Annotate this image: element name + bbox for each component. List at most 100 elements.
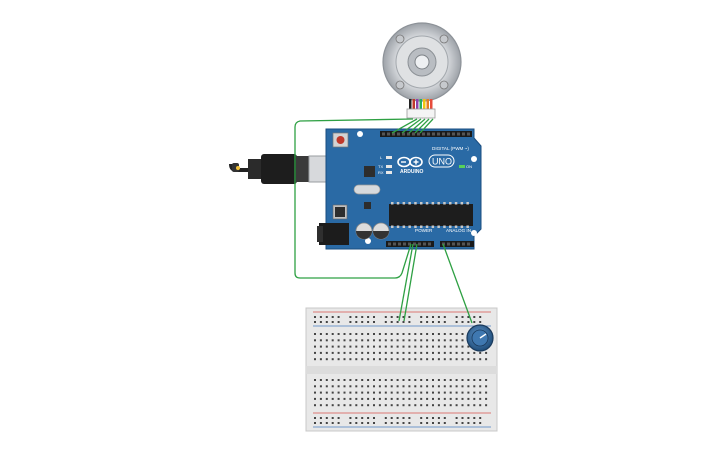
hole xyxy=(397,132,400,136)
hole xyxy=(402,379,405,381)
hole xyxy=(420,339,423,342)
hole xyxy=(343,345,346,348)
hole xyxy=(390,351,393,354)
hole xyxy=(355,339,358,342)
hole xyxy=(426,358,429,361)
hole xyxy=(454,202,458,205)
hole xyxy=(337,345,340,348)
hole xyxy=(402,385,405,388)
hole xyxy=(437,333,440,335)
hole xyxy=(432,316,434,318)
hole xyxy=(373,397,375,400)
hole xyxy=(355,397,358,400)
hole xyxy=(455,404,458,407)
hole xyxy=(432,417,434,419)
hole xyxy=(331,316,334,318)
hole xyxy=(331,385,334,388)
hole xyxy=(314,417,316,419)
hole xyxy=(426,422,429,424)
arduino-uno-board[interactable]: DIGITAL (PWM ~) L TX RX ARDUINO UNO ON xyxy=(317,128,482,250)
hole xyxy=(314,422,316,424)
hole xyxy=(485,397,488,400)
hole xyxy=(355,391,358,394)
hole xyxy=(331,333,334,335)
hole xyxy=(373,333,375,335)
hole xyxy=(402,345,405,348)
hole xyxy=(408,351,411,354)
hole xyxy=(361,351,364,354)
hole xyxy=(319,316,322,318)
hole xyxy=(396,422,399,424)
hole xyxy=(473,321,476,323)
hole xyxy=(432,379,434,381)
hole xyxy=(355,379,358,381)
power-jack[interactable] xyxy=(319,223,349,245)
hole xyxy=(361,345,364,348)
hole xyxy=(414,339,417,342)
hole xyxy=(408,358,411,361)
hole xyxy=(449,379,452,381)
hole xyxy=(432,132,435,136)
hole xyxy=(449,225,452,228)
hole xyxy=(390,333,393,335)
hole xyxy=(378,379,381,381)
hole xyxy=(426,385,429,388)
hole xyxy=(349,351,352,354)
hole xyxy=(355,417,358,419)
hole xyxy=(420,397,423,400)
analog-label: ANALOG IN xyxy=(446,228,471,233)
hole xyxy=(384,379,387,381)
hole xyxy=(432,339,434,342)
hole xyxy=(378,404,381,407)
hole xyxy=(467,358,470,361)
hole xyxy=(461,339,464,342)
hole xyxy=(361,358,364,361)
hole xyxy=(432,333,434,335)
hole xyxy=(384,316,387,318)
hole xyxy=(432,404,434,407)
hole xyxy=(396,321,399,323)
hole xyxy=(319,345,322,348)
hole xyxy=(325,345,328,348)
hole xyxy=(428,242,431,246)
hole xyxy=(455,321,458,323)
hole xyxy=(408,321,411,323)
breadboard[interactable] xyxy=(305,307,498,432)
hole xyxy=(343,391,346,394)
hole xyxy=(425,225,429,228)
hole xyxy=(437,385,440,388)
hole xyxy=(319,397,322,400)
hole xyxy=(437,321,440,323)
hole xyxy=(314,321,316,323)
hole xyxy=(331,417,334,419)
hole xyxy=(449,351,452,354)
hole xyxy=(325,333,328,335)
hole xyxy=(367,339,370,342)
hole xyxy=(314,351,316,354)
hole xyxy=(319,358,322,361)
hole xyxy=(437,316,440,318)
hole xyxy=(461,391,464,394)
hole xyxy=(427,132,430,136)
wires[interactable] xyxy=(294,118,473,324)
hole xyxy=(387,132,390,136)
hole xyxy=(337,391,340,394)
hole xyxy=(337,316,340,318)
hole xyxy=(396,417,399,419)
hole xyxy=(367,397,370,400)
hole xyxy=(452,132,455,136)
hole xyxy=(361,339,364,342)
stepper-motor[interactable] xyxy=(382,22,462,119)
hole xyxy=(437,225,440,228)
hole xyxy=(479,404,482,407)
hole xyxy=(426,391,429,394)
hole xyxy=(367,321,370,323)
hole xyxy=(408,417,411,419)
hole xyxy=(479,321,482,323)
hole xyxy=(457,242,460,246)
svg-text:TX: TX xyxy=(378,164,383,169)
potentiometer[interactable] xyxy=(466,324,494,352)
hole xyxy=(467,404,470,407)
reset-button-cap[interactable] xyxy=(336,136,345,144)
